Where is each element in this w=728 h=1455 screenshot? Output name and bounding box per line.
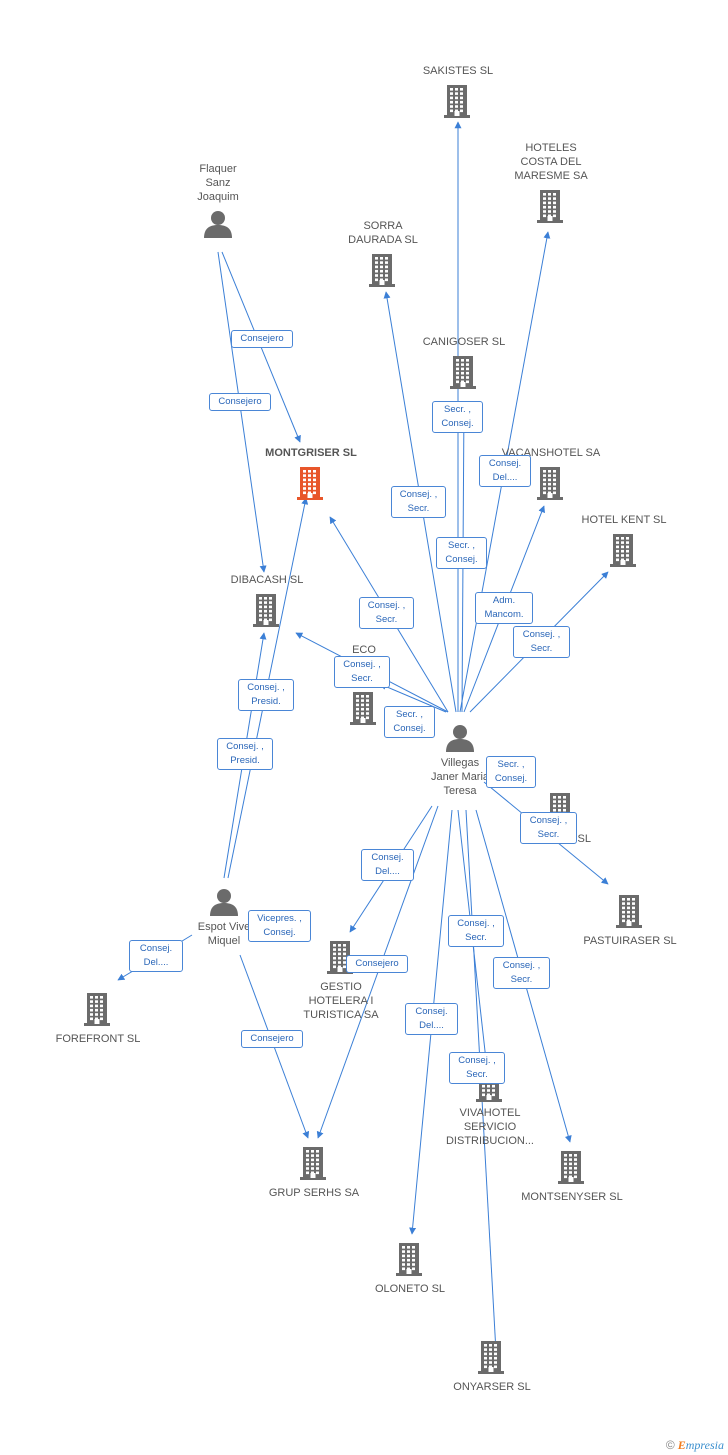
node-onyarser[interactable]: ONYARSER SL	[444, 1340, 540, 1394]
node-canigoser[interactable]: CANIGOSER SL	[416, 335, 512, 389]
relation-label[interactable]: Secr. , Consej.	[436, 537, 487, 569]
node-label: DIBACASH SL	[230, 574, 304, 586]
copyright-icon: ©	[665, 1438, 675, 1452]
building-icon	[296, 466, 326, 500]
node-flaquer[interactable]: Flaquer Sanz Joaquim	[178, 162, 258, 238]
node-label: ONYARSER SL	[453, 1381, 531, 1393]
node-label: OLONETO SL	[374, 1283, 446, 1295]
node-label: HOTELES COSTA DEL MARESME SA	[514, 142, 588, 182]
node-label: ECO	[352, 644, 376, 656]
footer-brand: ©Empresia	[666, 1438, 724, 1453]
building-icon	[326, 940, 356, 974]
node-label: SORRA DAURADA SL	[348, 220, 418, 246]
relation-label[interactable]: Consej. , Secr.	[448, 915, 504, 947]
relation-edge	[379, 683, 447, 713]
relation-label[interactable]: Consej. Del....	[479, 455, 531, 487]
node-espot[interactable]: Espot Vive Miquel	[182, 888, 266, 948]
node-label: FOREFRONT SL	[55, 1033, 141, 1045]
node-label: MONTSENYSER SL	[521, 1191, 623, 1203]
relation-label[interactable]: Consej. , Secr.	[493, 957, 550, 989]
node-eco[interactable]: ECO	[332, 643, 396, 725]
node-grup-serhs[interactable]: GRUP SERHS SA	[262, 1146, 366, 1200]
node-vivahotel[interactable]: VIVAHOTEL SERVICIO DISTRIBUCION...	[438, 1068, 542, 1148]
building-icon	[536, 466, 566, 500]
relation-label[interactable]: Consejero	[209, 393, 271, 411]
relation-label[interactable]: Secr. , Consej.	[432, 401, 483, 433]
node-montsenyser[interactable]: MONTSENYSER SL	[520, 1150, 624, 1204]
node-oloneto[interactable]: OLONETO SL	[362, 1242, 458, 1296]
relation-label[interactable]: Consejero	[241, 1030, 303, 1048]
relation-label[interactable]: Consejero	[231, 330, 293, 348]
person-icon	[203, 210, 233, 238]
brand-initial: E	[677, 1438, 686, 1452]
node-label: VIVAHOTEL SERVICIO DISTRIBUCION...	[445, 1107, 534, 1147]
brand-name: mpresia	[685, 1438, 724, 1452]
node-sakistes[interactable]: SAKISTES SL	[410, 64, 506, 118]
node-sorra[interactable]: SORRA DAURADA SL	[335, 219, 431, 287]
node-label: Espot Vive Miquel	[197, 921, 251, 947]
node-label: MONTGRISER SL	[265, 447, 357, 459]
node-label: GESTIO HOTELERA I TURISTICA SA	[303, 981, 379, 1021]
node-gestio[interactable]: GESTIO HOTELERA I TURISTICA SA	[293, 940, 389, 1022]
relation-label[interactable]: Consej. , Secr.	[520, 812, 577, 844]
node-label: Flaquer Sanz Joaquim	[197, 163, 239, 203]
relation-label[interactable]: Secr. , Consej.	[486, 756, 536, 788]
building-icon	[536, 189, 566, 223]
building-icon	[615, 894, 645, 928]
relation-label[interactable]: Consejero	[346, 955, 408, 973]
relation-label[interactable]: Consej. Del....	[405, 1003, 458, 1035]
building-icon	[252, 593, 282, 627]
relation-label[interactable]: Secr. , Consej.	[384, 706, 435, 738]
person-icon	[209, 888, 239, 916]
building-icon	[477, 1340, 507, 1374]
building-icon	[557, 1150, 587, 1184]
node-label: CANIGOSER SL	[422, 336, 506, 348]
building-icon	[443, 84, 473, 118]
node-hoteles-costa[interactable]: HOTELES COSTA DEL MARESME SA	[503, 141, 599, 223]
node-pastuiraser[interactable]: PASTUIRASER SL	[578, 894, 682, 948]
node-montgriser[interactable]: MONTGRISER SL	[256, 446, 366, 500]
building-icon	[368, 253, 398, 287]
relation-label[interactable]: Consej. , Presid.	[238, 679, 294, 711]
relation-label[interactable]: Adm. Mancom.	[475, 592, 533, 624]
relation-label[interactable]: Consej. , Secr.	[513, 626, 570, 658]
relation-label[interactable]: Consej. , Secr.	[359, 597, 414, 629]
node-label: GRUP SERHS SA	[268, 1187, 360, 1199]
node-label: PASTUIRASER SL	[583, 935, 677, 947]
building-icon	[299, 1146, 329, 1180]
person-icon	[445, 724, 475, 752]
node-villegas[interactable]: Villegas Janer Maria Teresa	[412, 724, 508, 798]
relation-label[interactable]: Consej. , Presid.	[217, 738, 273, 770]
node-dibacash[interactable]: DIBACASH SL	[219, 573, 315, 627]
building-icon	[449, 355, 479, 389]
building-icon	[395, 1242, 425, 1276]
relation-label[interactable]: Consej. Del....	[129, 940, 183, 972]
node-label: HOTEL KENT SL	[581, 514, 667, 526]
node-label: Villegas Janer Maria Teresa	[430, 757, 490, 797]
node-forefront[interactable]: FOREFRONT SL	[50, 992, 146, 1046]
node-label: SAKISTES SL	[422, 65, 494, 77]
relation-label[interactable]: Consej. , Secr.	[334, 656, 390, 688]
relation-label[interactable]: Consej. Del....	[361, 849, 414, 881]
relation-edge	[217, 251, 267, 573]
building-icon	[609, 533, 639, 567]
relation-label[interactable]: Consej. , Secr.	[391, 486, 446, 518]
relation-label[interactable]: Vicepres. , Consej.	[248, 910, 311, 942]
building-icon	[349, 691, 379, 725]
building-icon	[83, 992, 113, 1026]
node-hotel-kent[interactable]: HOTEL KENT SL	[576, 513, 672, 567]
relation-label[interactable]: Consej. , Secr.	[449, 1052, 505, 1084]
